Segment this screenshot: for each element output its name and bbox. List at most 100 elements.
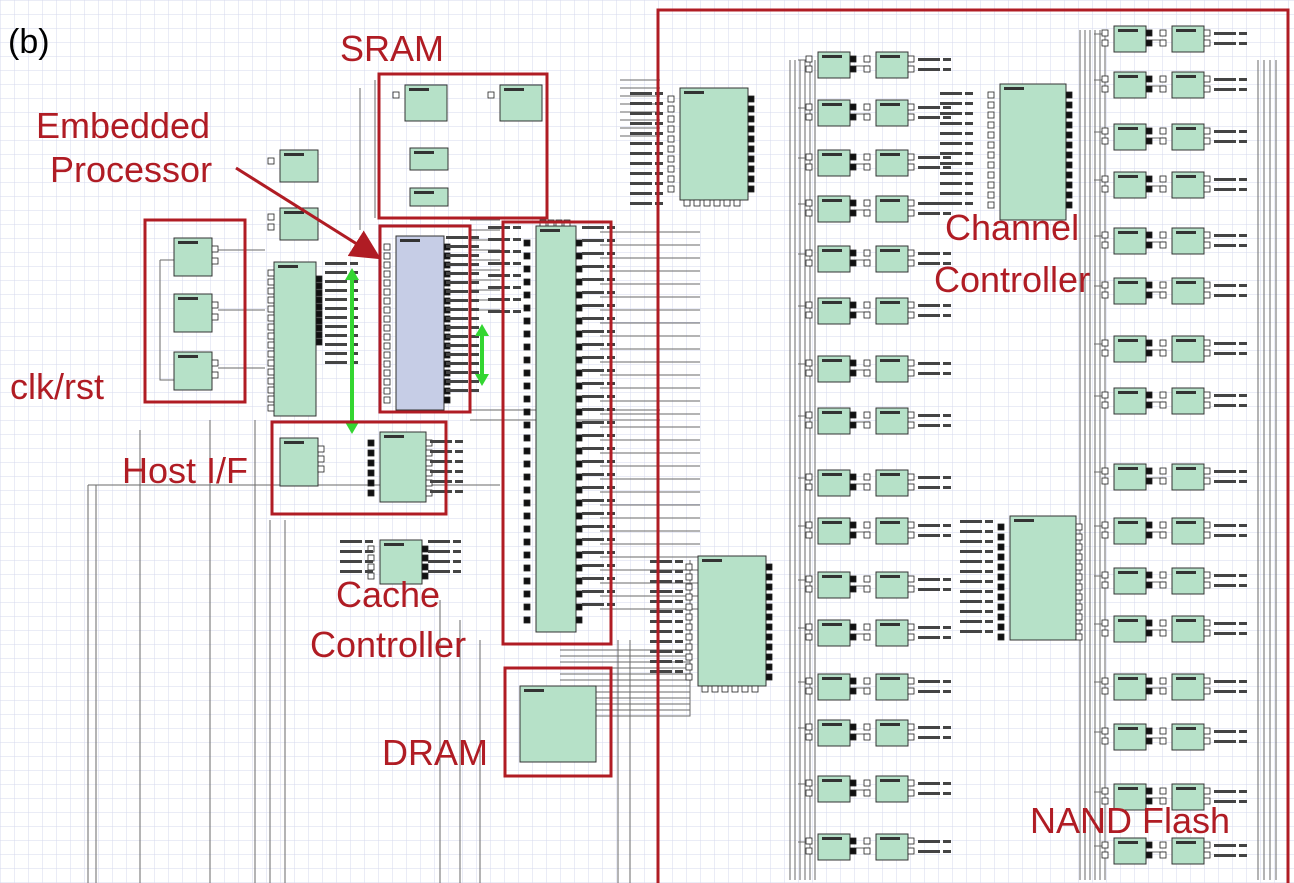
pin bbox=[1160, 86, 1166, 92]
pin bbox=[806, 838, 812, 844]
net-label-mark bbox=[1214, 284, 1236, 287]
pin bbox=[1204, 128, 1210, 134]
pin bbox=[1146, 468, 1152, 474]
pin bbox=[212, 314, 218, 320]
pin bbox=[1160, 478, 1166, 484]
pin bbox=[908, 66, 914, 72]
pin bbox=[268, 315, 274, 321]
net-label-mark bbox=[513, 262, 521, 265]
pin bbox=[1146, 282, 1152, 288]
pin bbox=[384, 352, 390, 358]
block-label-mark bbox=[1176, 281, 1196, 284]
block-label-mark bbox=[822, 359, 842, 362]
pin bbox=[1102, 478, 1108, 484]
net-label-mark bbox=[325, 343, 347, 346]
pin bbox=[1146, 340, 1152, 346]
net-label-mark bbox=[965, 152, 973, 155]
pin bbox=[908, 260, 914, 266]
pin bbox=[806, 624, 812, 630]
pin bbox=[1102, 728, 1108, 734]
net-label-mark bbox=[582, 603, 604, 606]
net-label-mark bbox=[985, 520, 993, 523]
net-label-mark bbox=[918, 792, 940, 795]
pin bbox=[1204, 522, 1210, 528]
pin bbox=[850, 474, 856, 480]
pin bbox=[908, 678, 914, 684]
pin bbox=[908, 780, 914, 786]
pin bbox=[488, 92, 494, 98]
net-label-mark bbox=[650, 660, 672, 663]
pin bbox=[268, 270, 274, 276]
block-label-mark bbox=[822, 623, 842, 626]
net-label-mark bbox=[325, 280, 347, 283]
pin bbox=[850, 370, 856, 376]
pin bbox=[806, 484, 812, 490]
pin bbox=[766, 574, 772, 580]
net-label-mark bbox=[940, 162, 962, 165]
pin bbox=[806, 200, 812, 206]
pin bbox=[524, 422, 530, 428]
pin bbox=[766, 654, 772, 660]
block-label-mark bbox=[880, 521, 900, 524]
net-label-mark bbox=[582, 447, 604, 450]
pin bbox=[686, 674, 692, 680]
pin bbox=[1204, 402, 1210, 408]
block-label-mark bbox=[384, 435, 404, 438]
pin bbox=[1160, 582, 1166, 588]
block-label-mark bbox=[880, 623, 900, 626]
pin bbox=[806, 678, 812, 684]
logic-block bbox=[274, 262, 316, 416]
pin bbox=[1160, 128, 1166, 134]
pin bbox=[1160, 852, 1166, 858]
label-embedded-processor: Embedded Processor bbox=[34, 104, 212, 192]
block-label-mark bbox=[822, 103, 842, 106]
pin bbox=[908, 586, 914, 592]
net-label-mark bbox=[582, 460, 604, 463]
net-label-mark bbox=[943, 850, 951, 853]
net-label-mark bbox=[365, 540, 373, 543]
net-label-mark bbox=[446, 263, 468, 266]
pin bbox=[268, 324, 274, 330]
net-label-mark bbox=[430, 460, 452, 463]
pin bbox=[686, 644, 692, 650]
pin bbox=[524, 396, 530, 402]
block-label-mark bbox=[684, 91, 704, 94]
pin bbox=[686, 604, 692, 610]
pin bbox=[704, 200, 710, 206]
net-label-mark bbox=[918, 166, 940, 169]
net-label-mark bbox=[340, 540, 362, 543]
pin bbox=[1066, 122, 1072, 128]
pin bbox=[988, 182, 994, 188]
pin bbox=[1146, 478, 1152, 484]
net-label-mark bbox=[630, 162, 652, 165]
pin bbox=[1102, 678, 1108, 684]
pin bbox=[714, 200, 720, 206]
pin bbox=[1160, 340, 1166, 346]
net-label-mark bbox=[943, 588, 951, 591]
block-label-mark bbox=[1176, 467, 1196, 470]
pin bbox=[1204, 728, 1210, 734]
net-label-mark bbox=[650, 620, 672, 623]
pin bbox=[1160, 76, 1166, 82]
block-label-mark bbox=[1118, 467, 1138, 470]
pin bbox=[384, 370, 390, 376]
net-label-mark bbox=[985, 590, 993, 593]
block-label-mark bbox=[178, 297, 198, 300]
net-label-mark bbox=[471, 299, 479, 302]
net-label-mark bbox=[985, 600, 993, 603]
pin bbox=[724, 200, 730, 206]
net-label-mark bbox=[1239, 680, 1247, 683]
pin bbox=[1066, 182, 1072, 188]
pin bbox=[864, 312, 870, 318]
net-label-mark bbox=[675, 650, 683, 653]
pin bbox=[806, 302, 812, 308]
pin bbox=[668, 186, 674, 192]
pin bbox=[864, 412, 870, 418]
net-label-mark bbox=[630, 142, 652, 145]
net-label-mark bbox=[1239, 534, 1247, 537]
pin bbox=[576, 383, 582, 389]
net-label-mark bbox=[582, 590, 604, 593]
pin bbox=[850, 848, 856, 854]
pin bbox=[850, 412, 856, 418]
pin bbox=[212, 302, 218, 308]
